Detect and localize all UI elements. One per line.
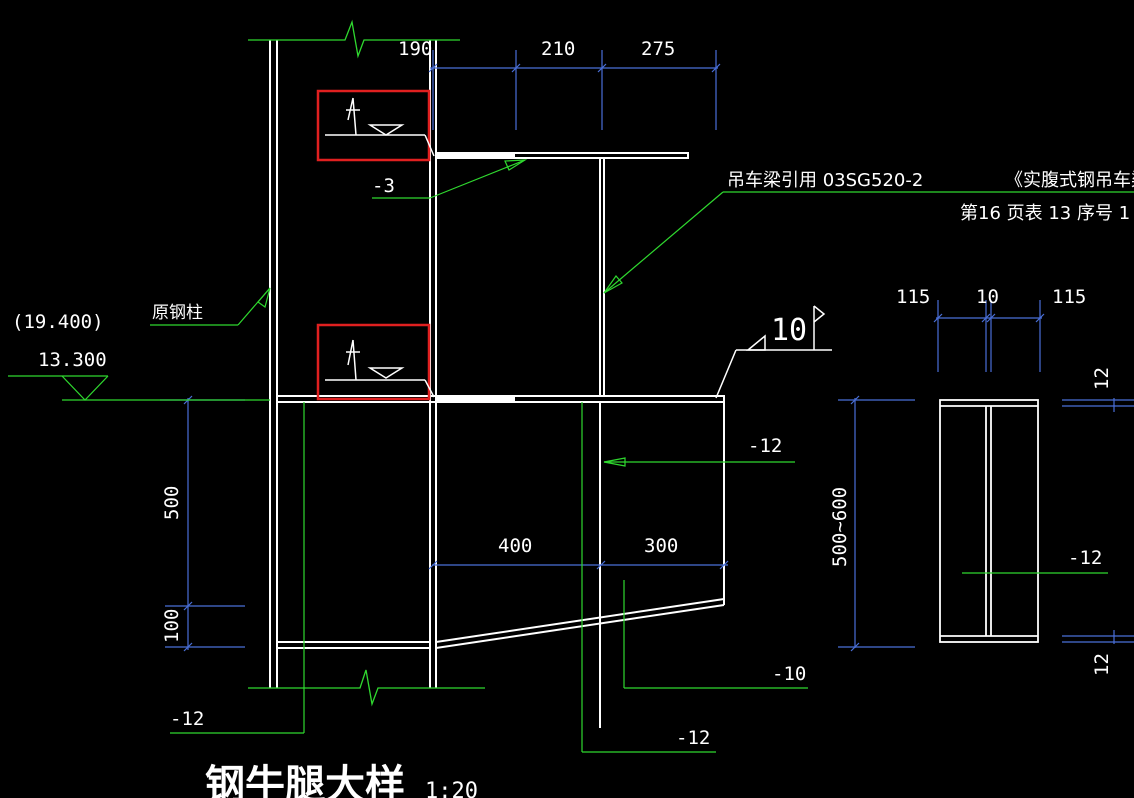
break-line-bottom — [248, 669, 485, 707]
crane-beam — [435, 152, 689, 396]
section-plate-12-label: -12 — [1068, 547, 1102, 569]
left-plate-12-label: -12 — [170, 708, 204, 730]
stiffener-12-label: -12 — [748, 435, 782, 457]
elevation-paren-label: (19.400) — [12, 311, 104, 333]
middle-dimension-line — [428, 560, 729, 570]
elevation-main-label: 13.300 — [38, 349, 107, 371]
dim-400: 400 — [498, 535, 532, 557]
dim-500: 500 — [161, 486, 183, 520]
dim-section-12-top: 12 — [1091, 367, 1113, 390]
top-weld-fill — [437, 154, 515, 158]
leader-lines — [8, 159, 1134, 753]
weld-symbol-bottom — [325, 339, 435, 398]
crane-beam-ref-label: 吊车梁引用 03SG520-2 — [727, 170, 923, 191]
dim-275: 275 — [641, 38, 675, 60]
dim-190: 190 — [398, 38, 432, 60]
web-plate-12-label: -12 — [676, 727, 710, 749]
section-dimension-lines — [838, 300, 1134, 652]
dim-section-10: 10 — [976, 286, 999, 308]
dim-100: 100 — [161, 609, 183, 643]
original-column-label: 原钢柱 — [152, 303, 203, 323]
plate-minus3-label: -3 — [372, 175, 395, 197]
weld-size-label: 10 — [771, 313, 807, 348]
dim-section-115-left: 115 — [896, 286, 930, 308]
weld-symbol-top — [325, 97, 435, 157]
dim-300: 300 — [644, 535, 678, 557]
page-ref-label: 第16 页表 13 序号 1 — [960, 203, 1130, 224]
dim-section-115-right: 115 — [1052, 286, 1086, 308]
bracket-weld-fill — [437, 396, 515, 401]
drawing-scale: 1:20 — [425, 779, 478, 798]
weld-symbol-highlight-bottom — [316, 323, 431, 401]
weld-symbol-highlight-top — [316, 89, 431, 162]
top-dimension-line — [428, 50, 721, 130]
dim-210: 210 — [541, 38, 575, 60]
section-view — [939, 399, 1039, 643]
dim-section-12-bottom: 12 — [1091, 653, 1113, 676]
drawing-title: 钢牛腿大样 — [205, 762, 405, 798]
dim-section-height: 500~600 — [829, 487, 851, 567]
break-line-top — [248, 19, 460, 59]
bottom-plate-10-label: -10 — [772, 663, 806, 685]
crane-beam-book-label: 《实腹式钢吊车梁 — [1005, 170, 1134, 191]
weld-symbol-10 — [715, 305, 832, 399]
